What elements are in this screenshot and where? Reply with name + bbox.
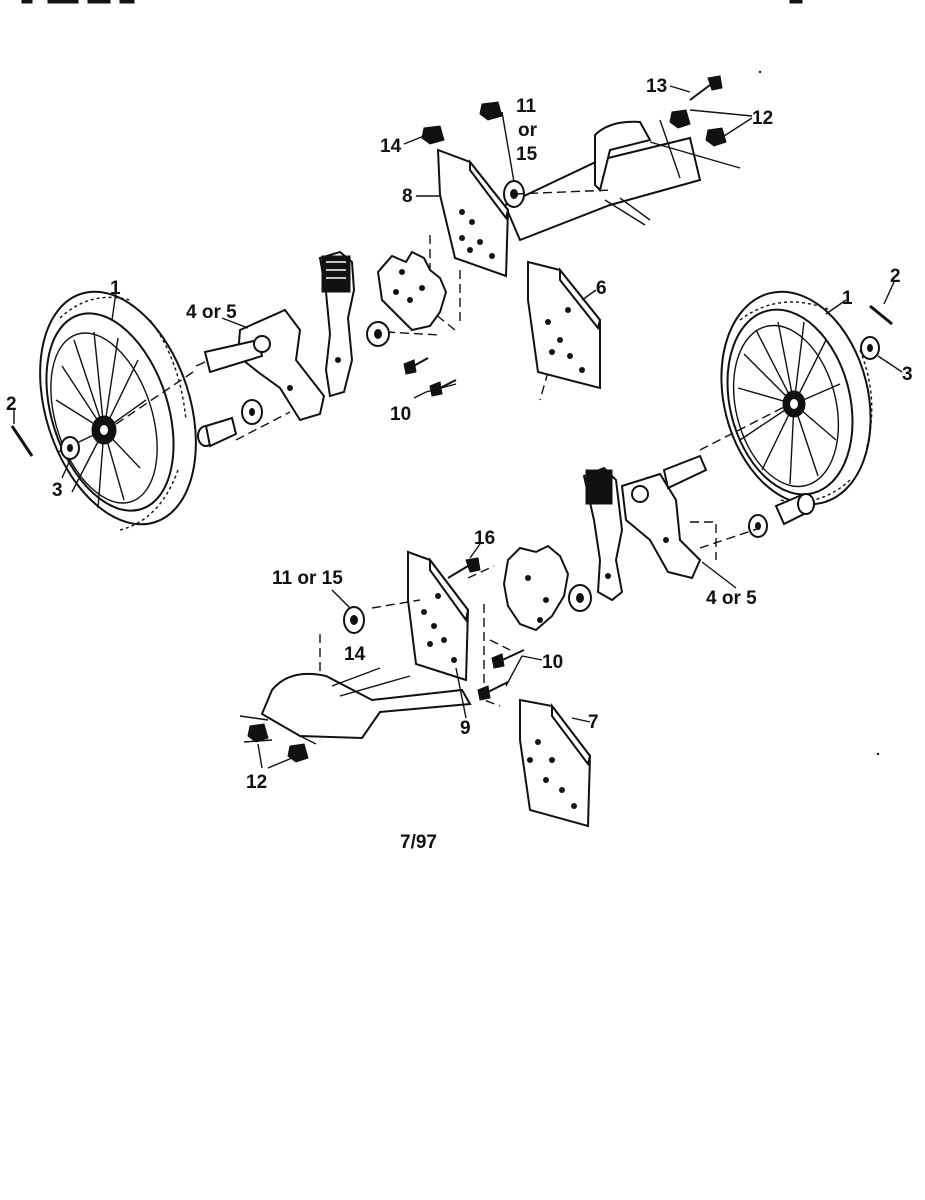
callout-3-left: 3	[52, 480, 63, 501]
adjuster-lever-bottom	[582, 466, 624, 602]
callout-9: 9	[460, 718, 471, 739]
washer-3-left	[60, 436, 80, 460]
callout-2-right: 2	[890, 266, 901, 287]
spacer-washer-top-left	[366, 321, 390, 347]
bolt-16	[447, 557, 481, 579]
nut-11-top	[479, 101, 503, 121]
callout-13: 13	[646, 76, 667, 97]
axle-tube-bottom	[239, 667, 472, 745]
nut-14-top	[421, 125, 445, 145]
callout-11-top: 11	[516, 96, 537, 117]
callout-12-top: 12	[752, 108, 773, 129]
date-code: 7/97	[400, 832, 437, 853]
plate-9	[407, 550, 470, 682]
nut-12-top-b	[705, 127, 727, 147]
pin-2-left	[10, 425, 34, 457]
callout-14-bottom: 14	[344, 644, 366, 665]
callout-12-bottom: 12	[246, 772, 267, 793]
wheel-bolt-right	[748, 492, 815, 538]
callout-4or5-right: 4 or 5	[706, 588, 757, 609]
callout-10-bottom: 10	[542, 652, 563, 673]
callout-labels: 13 11 or 15 12 14 8 1 4 or 5 6 2 1 3 2 3…	[6, 76, 913, 793]
plate-6	[527, 260, 602, 390]
height-adjuster-gear-bottom	[502, 544, 570, 632]
wheel-arm-left	[195, 308, 326, 422]
callout-16: 16	[474, 528, 495, 549]
callout-7: 7	[588, 712, 599, 733]
plate-8	[436, 148, 510, 278]
callout-2-left: 2	[6, 394, 17, 415]
callout-1-right: 1	[842, 288, 853, 309]
callout-11or15-bottom: 11 or 15	[272, 568, 343, 589]
axle-tube-top	[503, 119, 741, 242]
speck	[758, 70, 762, 74]
wheel-bolt-left	[197, 399, 263, 448]
callout-10-top: 10	[390, 404, 411, 425]
callout-14-top: 14	[380, 136, 402, 157]
callout-8: 8	[402, 186, 413, 207]
leader-lines	[13, 85, 903, 769]
spacer-washer-bottom	[568, 584, 592, 612]
plate-7	[519, 698, 592, 828]
wheel-left	[39, 290, 197, 531]
wheel-arm-right	[620, 454, 708, 580]
callout-1-left: 1	[110, 278, 121, 299]
washer-3-right	[860, 336, 880, 360]
wheel-right	[720, 290, 873, 506]
screws-10-bottom	[477, 649, 525, 701]
callout-6: 6	[596, 278, 607, 299]
spacer-15-bottom	[343, 606, 365, 634]
speck	[876, 752, 880, 756]
height-adjuster-gear-top	[376, 250, 448, 332]
bolt-13	[689, 75, 723, 101]
nut-12-top-a	[669, 109, 691, 129]
callout-3-right: 3	[902, 364, 913, 385]
pin-2-right	[869, 304, 893, 326]
adjuster-lever-top	[318, 250, 356, 398]
cropped-header-marks	[21, 0, 803, 4]
callout-or-top: or	[518, 120, 538, 141]
nut-12-bottom-a	[247, 723, 269, 743]
nut-12-bottom-b	[287, 743, 309, 763]
callout-4or5-left: 4 or 5	[186, 302, 237, 323]
callout-15-top: 15	[516, 144, 538, 165]
